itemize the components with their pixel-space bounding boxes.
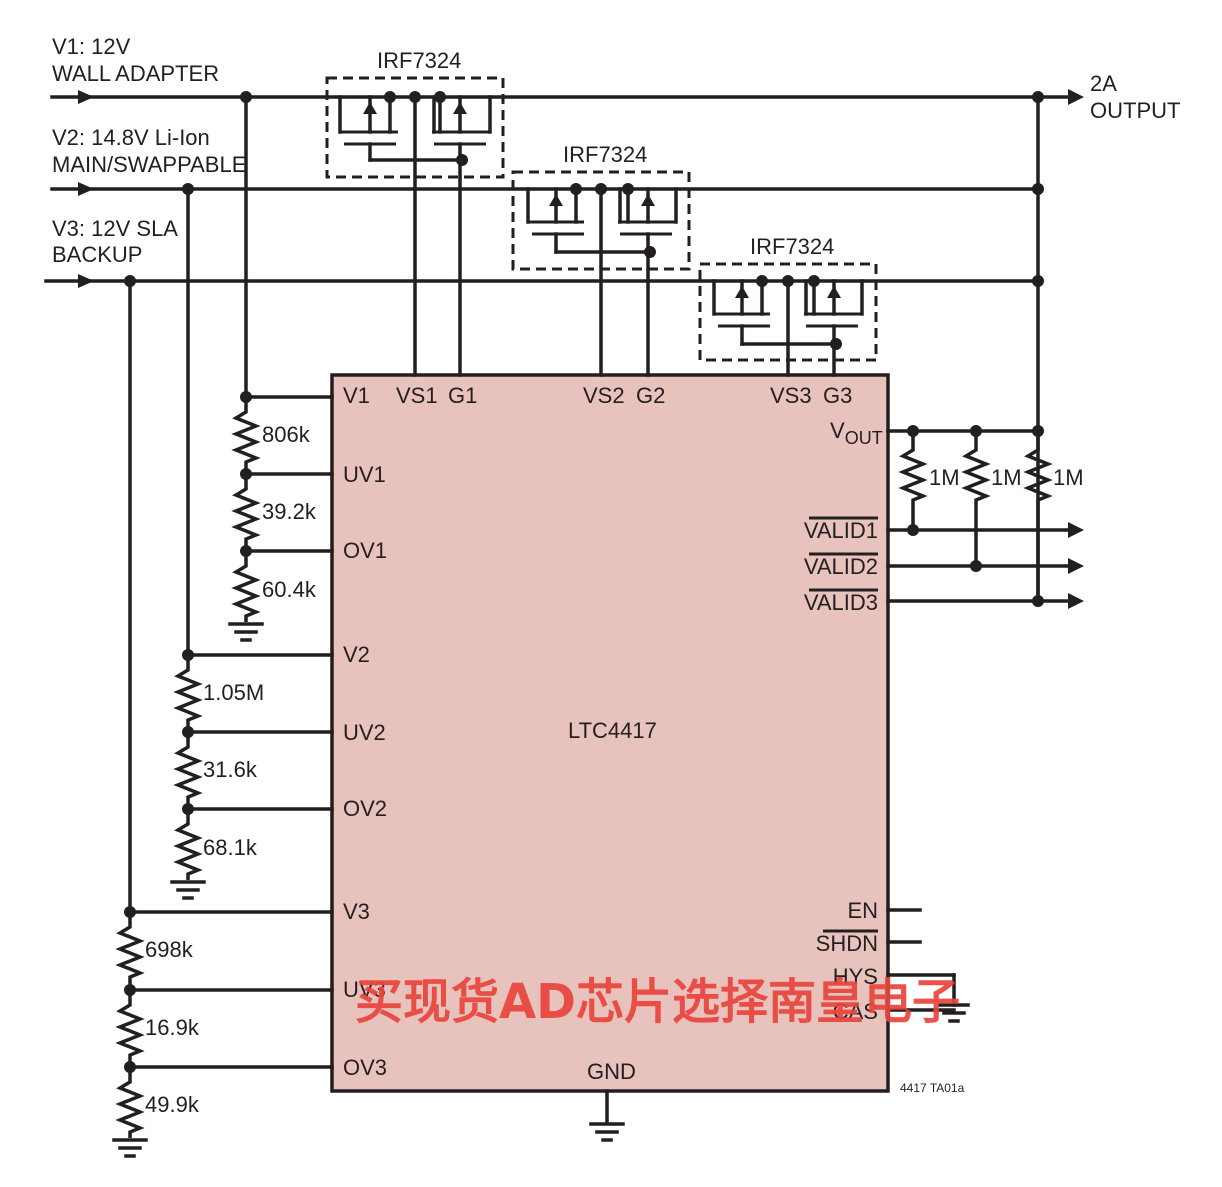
v3-label-line1: V3: 12V SLA [52,216,178,241]
mosfet-pair-2 [511,170,691,377]
pin-uv3: UV3 [343,977,386,1002]
output-label-line1: 2A [1090,71,1117,96]
resistor-ladder-1 [228,397,264,642]
v1-label-line1: V1: 12V [52,34,131,59]
output-label-line2: OUTPUT [1090,98,1180,123]
control-pin-wires [886,908,970,1023]
ltc4417-chip [330,373,890,1093]
pin-v1: V1 [343,383,370,408]
figure-id: 4417 TA01a [900,1081,965,1095]
chip-name: LTC4417 [568,718,657,743]
pin-gnd: GND [587,1059,636,1084]
resistor-value: 68.1k [203,835,258,860]
pin-g2: G2 [636,383,665,408]
resistor-value: 49.9k [145,1092,200,1117]
pin-vs2: VS2 [583,383,625,408]
pin-uv1: UV1 [343,462,386,487]
v3-label-line2: BACKUP [52,242,142,267]
junction-dots [124,91,1044,1073]
pin-vs1: VS1 [396,383,438,408]
gnd-symbol [589,1089,625,1142]
v1-label-line2: WALL ADAPTER [52,61,219,86]
pin-g3: G3 [823,383,852,408]
mosfet-2-label: IRF7324 [563,142,647,167]
pin-uv2: UV2 [343,720,386,745]
pin-valid2: VALID2 [804,554,878,579]
v2-label-line1: V2: 14.8V Li-Ion [52,125,210,150]
resistor-ladder-2 [170,655,206,900]
pin-v3: V3 [343,899,370,924]
valid-pullup-network [886,429,1084,609]
resistor-value: 31.6k [203,757,258,782]
resistor-value: 806k [262,422,311,447]
pullup-value: 1M [1053,465,1084,490]
pullup-value: 1M [991,465,1022,490]
pin-shdn: SHDN [816,931,878,956]
pin-hys: HYS [833,964,878,989]
resistor-value: 39.2k [262,499,317,524]
pin-valid1: VALID1 [804,518,878,543]
resistor-value: 698k [145,937,194,962]
pin-valid3: VALID3 [804,590,878,615]
pin-ov1: OV1 [343,538,387,563]
mosfet-pair-1 [325,76,505,377]
resistor-ladder-3 [112,912,148,1158]
pin-cas: CAS [833,999,878,1024]
resistor-value: 60.4k [262,577,317,602]
mosfet-1-label: IRF7324 [377,48,461,73]
pin-v2: V2 [343,642,370,667]
pin-g1: G1 [448,383,477,408]
pin-en: EN [847,898,878,923]
watermark: 买现货AD芯片选择南皇电子 [355,974,960,1030]
resistor-value: 16.9k [145,1015,200,1040]
pin-ov2: OV2 [343,796,387,821]
divider-wires [128,95,334,1069]
v2-label-line2: MAIN/SWAPPABLE [52,152,246,177]
pullup-value: 1M [929,465,960,490]
pin-ov3: OV3 [343,1055,387,1080]
mosfet-3-label: IRF7324 [750,234,834,259]
resistor-value: 1.05M [203,680,264,705]
pin-vout: VOUT [830,418,883,448]
pin-vs3: VS3 [770,383,812,408]
